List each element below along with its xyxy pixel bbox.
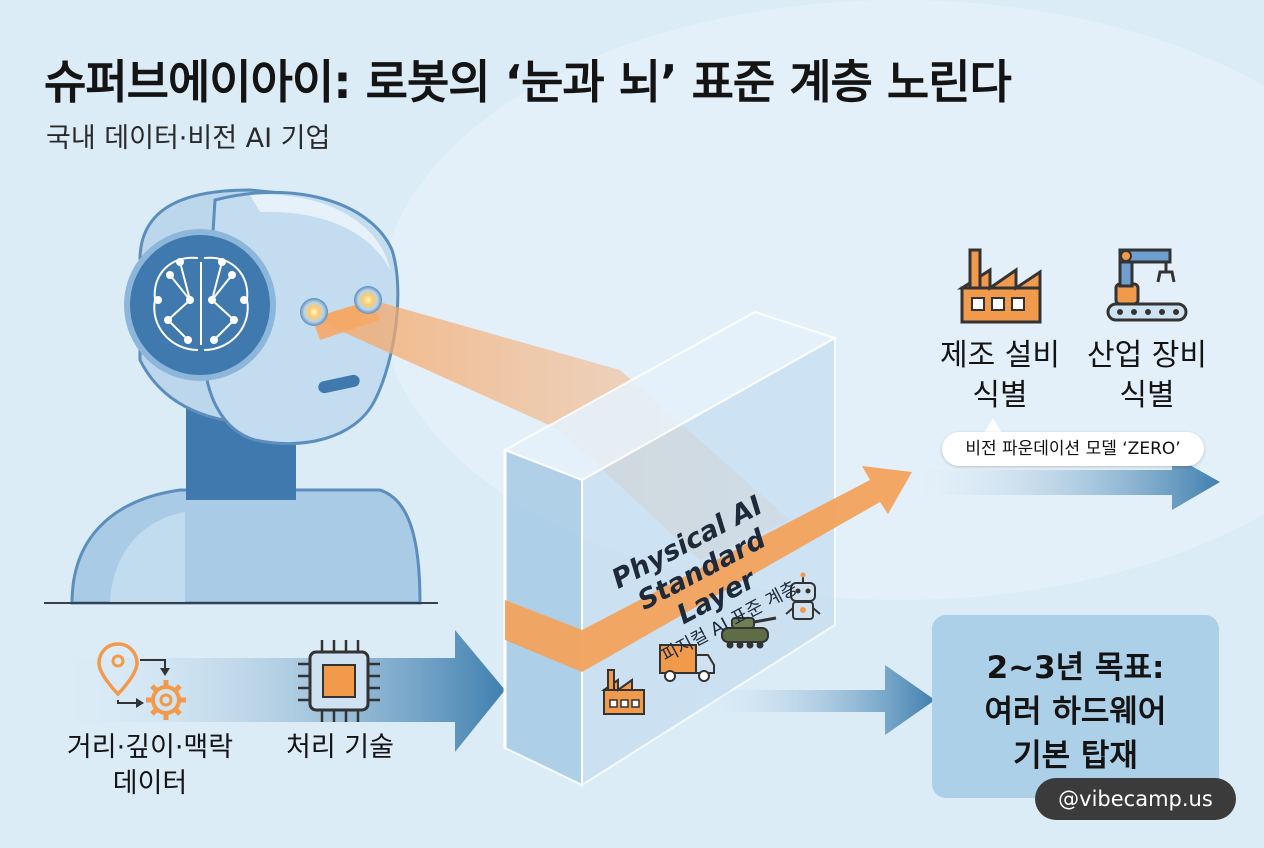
robot-eye-icon [300, 286, 382, 326]
truck-icon [659, 644, 715, 682]
robot-arm-icon [1106, 248, 1188, 322]
page-title: 슈퍼브에이아이: 로봇의 ‘눈과 뇌’ 표준 계층 노린다 [44, 55, 1012, 109]
output-arrow-bottom [690, 665, 935, 735]
processing-label: 처리 기술 [286, 732, 394, 763]
industrial-label-line2: 식별 [1119, 378, 1175, 413]
orange-layer-arrow [505, 466, 912, 672]
goal-line2: 여러 하드웨어 [984, 694, 1167, 730]
input-data-label: 거리·깊이·맥락 데이터 [50, 730, 250, 802]
goal-box [932, 615, 1219, 798]
watermark-badge[interactable]: @vibecamp.us [1035, 778, 1236, 820]
robot-illustration [70, 188, 422, 605]
location-pin-icon [97, 642, 139, 697]
robot-icon [785, 572, 821, 620]
goal-line3: 기본 탑재 [1013, 738, 1138, 774]
industrial-label-line1: 산업 장비 [1087, 338, 1207, 373]
page-subtitle: 국내 데이터·비전 AI 기업 [46, 123, 331, 154]
manufacturing-label-line2: 식별 [972, 378, 1028, 413]
industrial-label: 산업 장비 식별 [1072, 336, 1222, 416]
output-arrow-top [905, 455, 1220, 510]
goal-line1: 2~3년 목표: [986, 650, 1165, 686]
tank-icon [721, 616, 777, 649]
manufacturing-label-line1: 제조 설비 [940, 338, 1060, 373]
input-data-label-line2: 데이터 [112, 768, 188, 799]
gear-icon [146, 680, 186, 720]
factory-icon [956, 248, 1042, 324]
input-data-label-line1: 거리·깊이·맥락 [66, 732, 234, 763]
model-pill: 비전 파운데이션 모델 ‘ZERO’ [942, 432, 1204, 466]
goal-text: 2~3년 목표: 여러 하드웨어 기본 탑재 [932, 646, 1219, 778]
manufacturing-label: 제조 설비 식별 [925, 336, 1075, 416]
pill-tail [984, 418, 1002, 433]
chip-icon [298, 640, 380, 722]
factory-icon [600, 669, 645, 715]
